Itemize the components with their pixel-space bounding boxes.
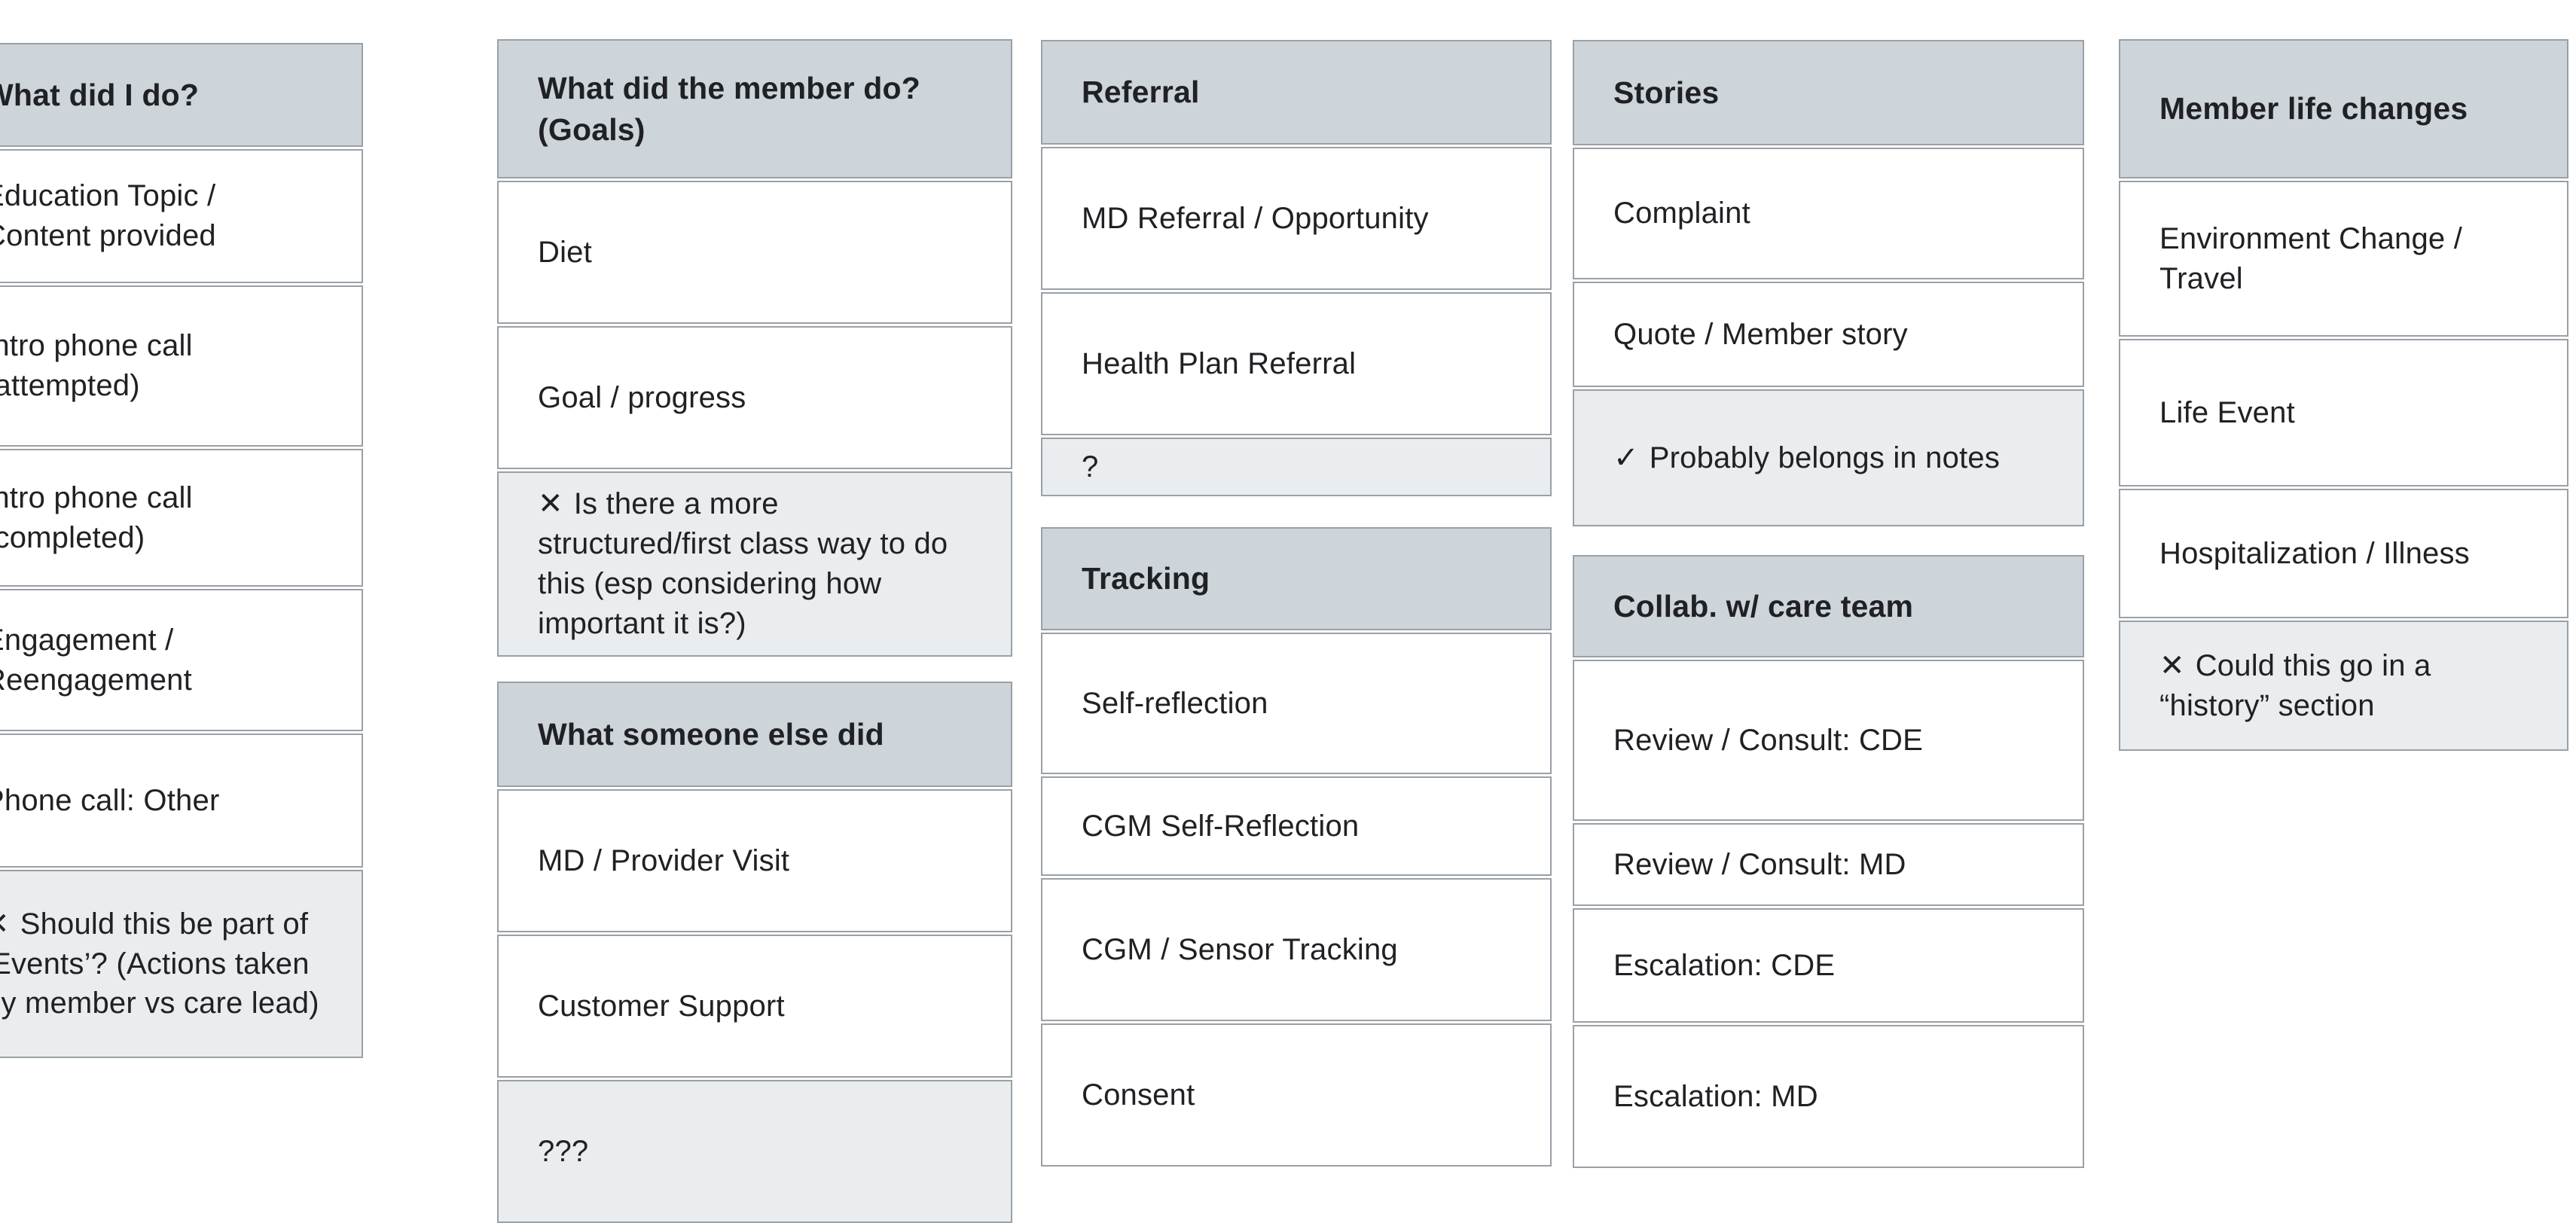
- group-header[interactable]: What someone else did: [497, 682, 1012, 787]
- card-label: Hospitalization / Illness: [2159, 536, 2470, 570]
- group-what-someone-else-did: What someone else did MD / Provider Visi…: [497, 682, 1012, 1223]
- card-label: Phone call: Other: [0, 783, 220, 817]
- card[interactable]: Quote / Member story: [1573, 282, 2084, 387]
- card[interactable]: CGM / Sensor Tracking: [1041, 878, 1552, 1021]
- column-stories-collab: Stories Complaint Quote / Member story ✓…: [1573, 0, 2084, 1168]
- card-label: Goal / progress: [538, 380, 746, 414]
- card[interactable]: MD / Provider Visit: [497, 789, 1012, 932]
- card-label: CGM Self-Reflection: [1082, 809, 1360, 843]
- card-label: Health Plan Referral: [1082, 346, 1357, 380]
- note-card[interactable]: ✓ Probably belongs in notes: [1573, 389, 2084, 526]
- note-label: Could this go in a “history” section: [2159, 648, 2431, 722]
- group-header[interactable]: Collab. w/ care team: [1573, 555, 2084, 657]
- card-label: Intro phone call (attempted): [0, 329, 193, 402]
- card[interactable]: CGM Self-Reflection: [1041, 776, 1552, 876]
- card-label: Life Event: [2159, 395, 2295, 429]
- card-label: Review / Consult: CDE: [1613, 723, 1923, 757]
- column-referral-tracking: Referral MD Referral / Opportunity Healt…: [1041, 0, 1552, 1167]
- card-label: MD / Provider Visit: [538, 843, 790, 877]
- card-label: Intro phone call (completed): [0, 480, 193, 554]
- group-stories: Stories Complaint Quote / Member story ✓…: [1573, 40, 2084, 526]
- card[interactable]: Education Topic / Content provided: [0, 149, 363, 283]
- group-header-label: Stories: [1613, 75, 1720, 110]
- card[interactable]: Review / Consult: CDE: [1573, 660, 2084, 821]
- card[interactable]: Intro phone call (completed): [0, 449, 363, 587]
- group-member-life-changes: Member life changes Environment Change /…: [2119, 39, 2568, 751]
- card[interactable]: Complaint: [1573, 148, 2084, 279]
- card[interactable]: Diet: [497, 181, 1012, 324]
- note-card[interactable]: ✕Could this go in a “history” section: [2119, 621, 2568, 751]
- group-header-label: What someone else did: [538, 716, 884, 752]
- note-label: ???: [538, 1134, 589, 1168]
- card[interactable]: Self-reflection: [1041, 633, 1552, 774]
- column-member-life-changes: Member life changes Environment Change /…: [2119, 0, 2568, 1093]
- group-header-label: Referral: [1082, 75, 1200, 110]
- card-label: MD Referral / Opportunity: [1082, 201, 1429, 235]
- card[interactable]: Customer Support: [497, 935, 1012, 1078]
- card-label: Complaint: [1613, 197, 1750, 230]
- note-card[interactable]: ✕Should this be part of ‘Events’? (Actio…: [0, 870, 363, 1058]
- note-label: Should this be part of ‘Events’? (Action…: [0, 907, 319, 1020]
- card[interactable]: Environment Change / Travel: [2119, 181, 2568, 337]
- group-what-did-i-do: What did I do? Education Topic / Content…: [0, 43, 363, 1058]
- group-header-label: Collab. w/ care team: [1613, 588, 1914, 624]
- x-icon: ✕: [2159, 648, 2185, 682]
- check-icon: ✓: [1613, 441, 1639, 474]
- note-label: Is there a more structured/first class w…: [538, 487, 948, 640]
- note-card[interactable]: ?: [1041, 438, 1552, 496]
- card-label: Self-reflection: [1082, 686, 1268, 720]
- card-label: Customer Support: [538, 989, 785, 1023]
- card-label: Quote / Member story: [1613, 317, 1908, 351]
- group-header[interactable]: Referral: [1041, 40, 1552, 145]
- card-label: Diet: [538, 235, 592, 269]
- group-member-goals: What did the member do? (Goals) Diet Goa…: [497, 39, 1012, 657]
- group-header-label: Member life changes: [2159, 91, 2468, 127]
- card[interactable]: Life Event: [2119, 339, 2568, 486]
- card-label: Escalation: MD: [1613, 1079, 1818, 1113]
- card[interactable]: Engagement / Reengagement: [0, 589, 363, 731]
- group-tracking: Tracking Self-reflection CGM Self-Reflec…: [1041, 527, 1552, 1167]
- card-label: Engagement / Reengagement: [0, 623, 192, 697]
- group-header-label: What did I do?: [0, 77, 200, 112]
- x-icon: ✕: [0, 904, 10, 944]
- x-icon: ✕: [538, 487, 563, 521]
- group-header[interactable]: Tracking: [1041, 527, 1552, 630]
- card[interactable]: Health Plan Referral: [1041, 292, 1552, 435]
- card[interactable]: Consent: [1041, 1023, 1552, 1167]
- card-label: Environment Change / Travel: [2159, 221, 2463, 295]
- group-referral: Referral MD Referral / Opportunity Healt…: [1041, 40, 1552, 496]
- card[interactable]: Hospitalization / Illness: [2119, 489, 2568, 618]
- group-header[interactable]: What did the member do? (Goals): [497, 39, 1012, 178]
- card-label: Consent: [1082, 1078, 1195, 1112]
- card-label: CGM / Sensor Tracking: [1082, 932, 1398, 966]
- card[interactable]: MD Referral / Opportunity: [1041, 147, 1552, 290]
- column-what-did-the-member-do: What did the member do? (Goals) Diet Goa…: [497, 0, 1012, 1223]
- card-label: Review / Consult: MD: [1613, 847, 1906, 881]
- column-what-did-i-do: What did I do? Education Topic / Content…: [0, 0, 363, 1093]
- card[interactable]: Intro phone call (attempted): [0, 285, 363, 447]
- group-header-label: What did the member do? (Goals): [538, 71, 920, 147]
- card[interactable]: Review / Consult: MD: [1573, 823, 2084, 906]
- card[interactable]: Phone call: Other: [0, 733, 363, 868]
- card[interactable]: Goal / progress: [497, 326, 1012, 469]
- group-header[interactable]: What did I do?: [0, 43, 363, 147]
- note-card[interactable]: ✕Is there a more structured/first class …: [497, 471, 1012, 657]
- card-label: Escalation: CDE: [1613, 948, 1836, 982]
- group-collab-care-team: Collab. w/ care team Review / Consult: C…: [1573, 555, 2084, 1168]
- group-header[interactable]: Member life changes: [2119, 39, 2568, 178]
- note-label: Probably belongs in notes: [1649, 441, 2001, 474]
- note-card[interactable]: ???: [497, 1080, 1012, 1223]
- card-label: Education Topic / Content provided: [0, 179, 216, 252]
- group-header-label: Tracking: [1082, 561, 1210, 596]
- note-label: ?: [1082, 450, 1099, 483]
- card[interactable]: Escalation: MD: [1573, 1025, 2084, 1168]
- group-header[interactable]: Stories: [1573, 40, 2084, 145]
- card[interactable]: Escalation: CDE: [1573, 908, 2084, 1023]
